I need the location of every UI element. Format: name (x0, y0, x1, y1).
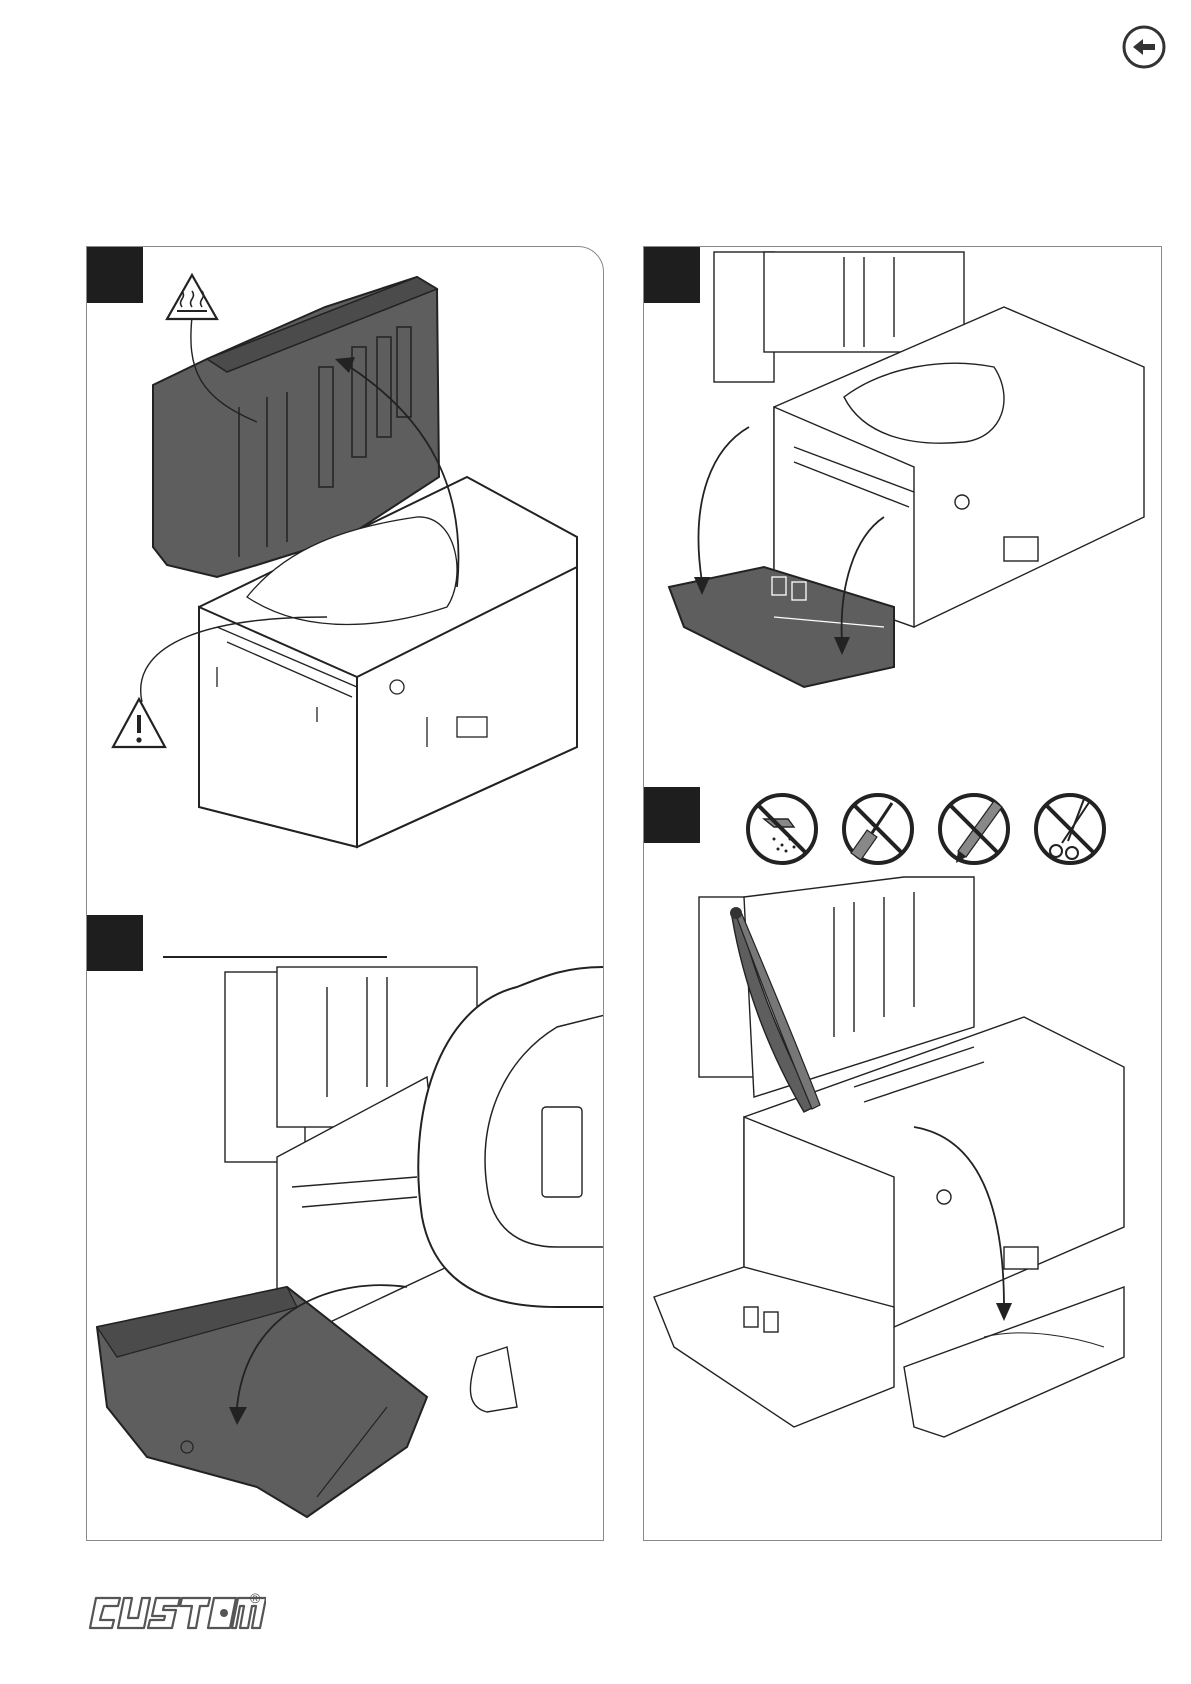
step-badge-4 (644, 787, 700, 843)
custom-logo-mark (86, 1590, 266, 1634)
illustration-open-head (87, 247, 604, 867)
hot-surface-warning-icon (167, 275, 217, 319)
illustration-open-front-cover (87, 887, 604, 1537)
trademark-symbol: ® (250, 1590, 260, 1606)
left-panel (86, 246, 604, 1541)
no-screwdriver-icon (844, 795, 912, 863)
right-panel (643, 246, 1162, 1541)
back-button[interactable] (1121, 24, 1167, 70)
no-scissors-icon (1036, 795, 1104, 863)
no-liquid-icon (748, 795, 816, 863)
illustration-remove-paper-jam (644, 867, 1162, 1527)
back-arrow-icon (1121, 24, 1167, 70)
prohibited-tools-row (744, 789, 1144, 869)
caution-warning-icon (113, 699, 165, 747)
illustration-lower-section (644, 247, 1162, 717)
no-pen-icon (940, 795, 1008, 863)
custom-logo (86, 1590, 266, 1634)
